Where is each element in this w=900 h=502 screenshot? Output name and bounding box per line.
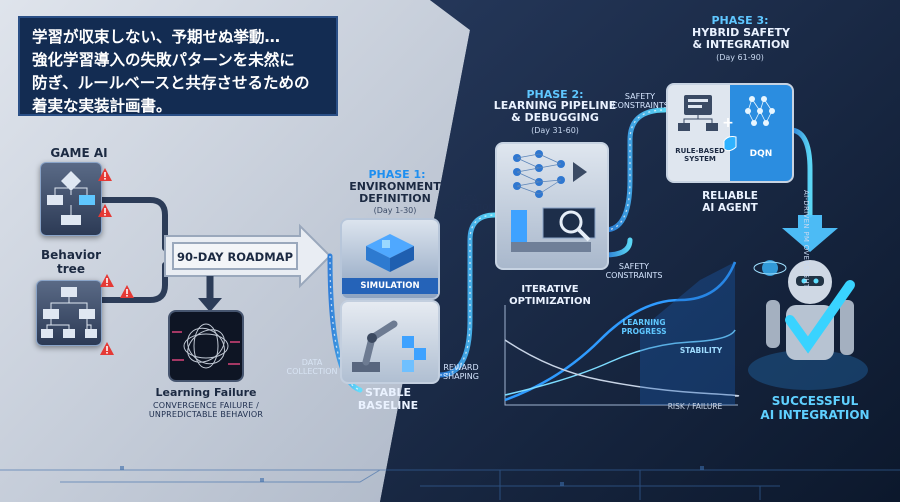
phase2-label: PHASE 2: <box>526 88 584 101</box>
warning-icon <box>100 272 114 291</box>
data-collection-top: DATA COLLECTION <box>442 194 495 212</box>
svg-text:+: + <box>722 115 734 131</box>
warning-icon <box>100 340 114 359</box>
tree-icon <box>41 287 97 338</box>
iterative-optimization: ITERATIVE OPTIMIZATION <box>509 284 591 307</box>
data-collection-left: DATA COLLECTION <box>286 358 338 376</box>
phase1-days: (Day 1-30) <box>373 206 417 215</box>
learning-failure-title: Learning Failure <box>155 386 257 399</box>
stability-label: STABILITY <box>679 346 723 355</box>
phase1-title: ENVIRONMENT DEFINITION <box>349 180 441 205</box>
cube-icon <box>366 234 414 272</box>
phase1-label: PHASE 1: <box>368 168 426 181</box>
safety-constraints-bottom: SAFETY CONSTRAINTS <box>605 262 663 280</box>
warning-icon <box>98 202 112 221</box>
headline-box: 学習が収束しない、予期せぬ挙動… 強化学習導入の失敗パターンを未然に 防ぎ、ルー… <box>18 16 338 116</box>
warning-icon <box>98 166 112 185</box>
hybrid-system-panel: + RULE-BASED SYSTEM DQN <box>666 83 794 183</box>
rule-based-label: RULE-BASED SYSTEM <box>675 147 725 163</box>
reliable-ai-agent: RELIABLE AI AGENT <box>702 190 758 214</box>
phase2-title: LEARNING PIPELINE & DEBUGGING <box>493 99 617 124</box>
behavior-tree-label: Behavior tree <box>40 248 102 276</box>
phase3-days: (Day 61-90) <box>716 53 764 62</box>
learning-progress-label: LEARNING PROGRESS <box>621 318 667 336</box>
learning-failure-panel <box>170 312 242 380</box>
game-ai-label: GAME AI <box>50 146 108 160</box>
hybrid-icon: + <box>678 95 775 152</box>
simulation-label: SIMULATION <box>342 278 438 294</box>
behavior-tree-panel <box>36 280 102 346</box>
pipeline-panel <box>495 142 609 270</box>
phase3-label: PHASE 3: <box>711 14 769 27</box>
risk-failure-label: RISK / FAILURE <box>667 402 723 411</box>
safety-constraints-top: SAFETY CONSTRAINTS <box>612 92 669 110</box>
game-ai-panel <box>40 162 102 236</box>
flowchart-icon <box>47 171 95 225</box>
neural-network-icon <box>511 150 596 252</box>
robot-arm-panel <box>340 300 440 384</box>
robot-arm-icon <box>352 320 426 372</box>
phase3-title: HYBRID SAFETY & INTEGRATION <box>691 26 790 51</box>
phase2-days: (Day 31-60) <box>531 126 579 135</box>
roadmap-banner: 90-DAY ROADMAP <box>172 242 298 270</box>
warning-icon <box>120 283 134 302</box>
progress-chart <box>504 261 740 406</box>
oversight-anchor: AI-DRIVEN PM OVERSIGHT <box>802 190 818 288</box>
learning-failure-subtitle: CONVERGENCE FAILURE / UNPREDICTABLE BEHA… <box>148 401 264 419</box>
tangle-icon <box>172 323 240 369</box>
robot-icon <box>748 260 868 390</box>
successful-ai-integration: SUCCESSFUL AI INTEGRATION <box>760 394 870 422</box>
stable-baseline: STABLE BASELINE <box>357 386 419 412</box>
dqn-label: DQN <box>749 149 773 159</box>
simulation-panel: SIMULATION <box>340 218 440 300</box>
oversight-label: AI-DRIVEN PM OVERSIGHT <box>802 190 810 289</box>
reward-shaping: REWARD SHAPING <box>443 363 479 381</box>
